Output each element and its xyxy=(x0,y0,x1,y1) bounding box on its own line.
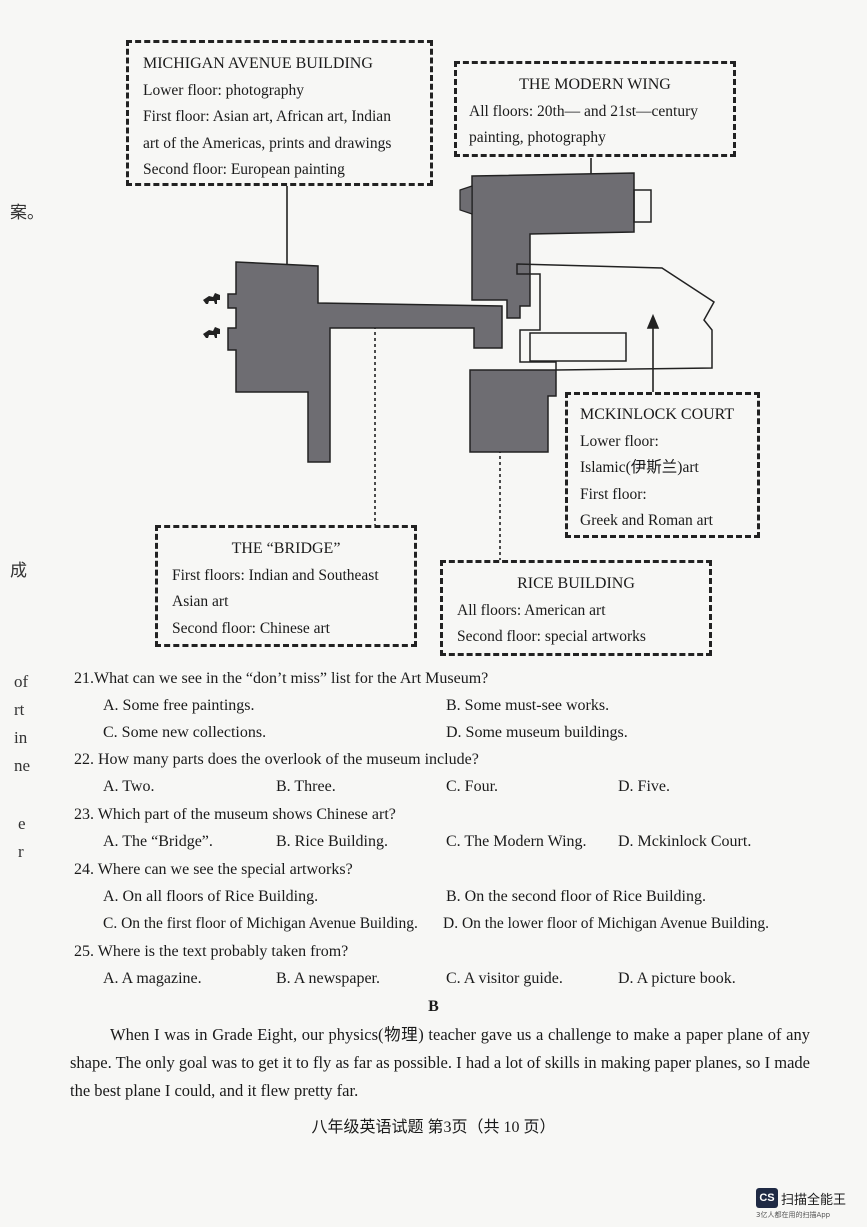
mckinlock-court-box: MCKINLOCK COURT Lower floor: Islamic(伊斯兰… xyxy=(565,392,760,538)
box-line: Lower floor: xyxy=(580,432,659,450)
box-title: RICE BUILDING xyxy=(517,575,635,592)
option-21a[interactable]: A. Some free paintings. xyxy=(103,697,255,714)
box-line: art of the Americas, prints and drawings xyxy=(143,134,392,152)
michigan-avenue-box: MICHIGAN AVENUE BUILDING Lower floor: ph… xyxy=(126,40,433,186)
option-24b[interactable]: B. On the second floor of Rice Building. xyxy=(446,888,706,905)
box-line: Greek and Roman art xyxy=(580,512,713,529)
question-21: 21.What can we see in the “don’t miss” l… xyxy=(74,670,489,687)
box-title: THE MODERN WING xyxy=(519,76,671,93)
question-24: 24. Where can we see the special artwork… xyxy=(74,861,353,878)
box-line: All floors: American art xyxy=(457,601,606,619)
option-22c[interactable]: C. Four. xyxy=(446,778,499,795)
lion-icon xyxy=(203,293,220,338)
option-25c[interactable]: C. A visitor guide. xyxy=(446,970,563,987)
michigan-building-shape xyxy=(227,261,503,463)
box-line: Asian art xyxy=(172,593,229,610)
question-25: 25. Where is the text probably taken fro… xyxy=(74,943,349,960)
box-line: First floor: Asian art, African art, Ind… xyxy=(143,108,391,125)
box-title: THE “BRIDGE” xyxy=(231,540,341,557)
box-line: Second floor: Chinese art xyxy=(172,619,330,637)
page-footer: 八年级英语试题 第3页（共 10 页） xyxy=(311,1119,556,1136)
option-22b[interactable]: B. Three. xyxy=(276,778,336,795)
option-21c[interactable]: C. Some new collections. xyxy=(103,724,267,741)
option-25b[interactable]: B. A newspaper. xyxy=(276,970,380,987)
question-22: 22. How many parts does the overlook of … xyxy=(74,751,479,768)
option-25d[interactable]: D. A picture book. xyxy=(618,970,736,987)
option-22d[interactable]: D. Five. xyxy=(618,778,670,795)
watermark-name: 扫描全能王 xyxy=(781,1192,847,1208)
margin-glyph: 成 xyxy=(10,561,27,580)
box-line: Second floor: special artworks xyxy=(457,628,646,645)
rice-building-shape xyxy=(469,369,557,453)
box-line: Second floor: European painting xyxy=(143,161,345,178)
box-line: First floors: Indian and Southeast xyxy=(172,566,379,584)
option-22a[interactable]: A. Two. xyxy=(103,778,155,795)
question-23: 23. Which part of the museum shows Chine… xyxy=(74,806,396,823)
option-21b[interactable]: B. Some must-see works. xyxy=(446,697,610,714)
box-line: First floor: xyxy=(580,485,647,503)
margin-glyph: r xyxy=(18,842,24,861)
option-23a[interactable]: A. The “Bridge”. xyxy=(103,833,213,850)
section-label: B xyxy=(428,998,439,1015)
option-23b[interactable]: B. Rice Building. xyxy=(276,833,388,850)
option-24d[interactable]: D. On the lower floor of Michigan Avenue… xyxy=(443,915,770,932)
bridge-box: THE “BRIDGE” First floors: Indian and So… xyxy=(155,525,417,647)
box-title: MICHIGAN AVENUE BUILDING xyxy=(143,55,373,72)
option-25a[interactable]: A. A magazine. xyxy=(103,970,202,987)
box-line: Islamic(伊斯兰)art xyxy=(580,459,699,476)
margin-glyph: rt xyxy=(14,700,25,719)
margin-glyph: in xyxy=(14,728,28,747)
option-24a[interactable]: A. On all floors of Rice Building. xyxy=(103,888,319,905)
museum-map xyxy=(203,158,715,560)
option-23d[interactable]: D. Mckinlock Court. xyxy=(618,833,752,850)
cs-logo-icon: CS xyxy=(756,1188,778,1208)
rice-building-box: RICE BUILDING All floors: American art S… xyxy=(440,560,712,656)
margin-glyph: 案。 xyxy=(10,203,44,222)
modern-wing-shape xyxy=(471,172,635,319)
watermark-sub: 3亿人都在用的扫描App xyxy=(756,1211,831,1219)
option-24c[interactable]: C. On the first floor of Michigan Avenue… xyxy=(103,915,418,932)
passage-paragraph: When I was in Grade Eight, our physics(物… xyxy=(70,1025,810,1100)
modern-wing-box: THE MODERN WING All floors: 20th— and 21… xyxy=(454,61,736,157)
box-title: MCKINLOCK COURT xyxy=(580,406,735,423)
option-23c[interactable]: C. The Modern Wing. xyxy=(446,833,587,850)
mckinlock-court-shape xyxy=(516,263,715,371)
margin-glyph: of xyxy=(14,672,29,691)
box-line: Lower floor: photography xyxy=(143,81,304,99)
box-line: painting, photography xyxy=(469,129,606,146)
box-line: All floors: 20th— and 21st—century xyxy=(469,102,699,120)
margin-glyph: ne xyxy=(14,756,31,775)
option-21d[interactable]: D. Some museum buildings. xyxy=(446,724,628,741)
margin-glyph: e xyxy=(18,814,26,833)
